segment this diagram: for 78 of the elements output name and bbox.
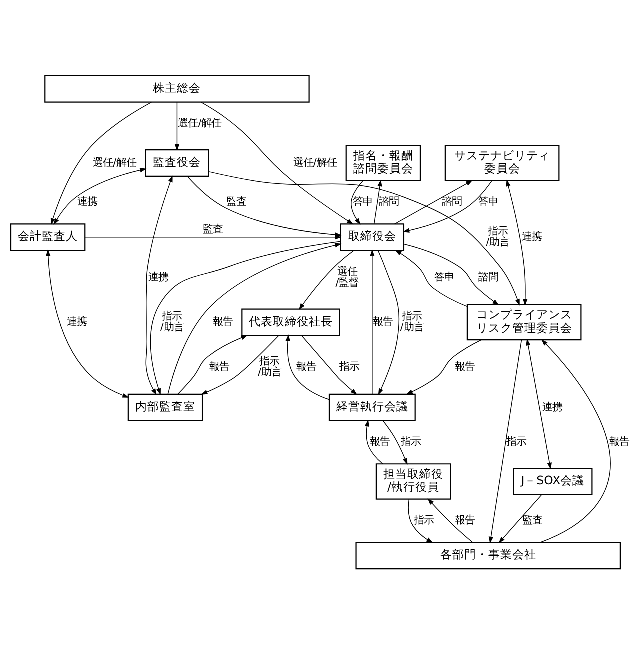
arrow [200, 102, 354, 225]
arrow [488, 340, 522, 544]
edge-label: 監査 [226, 196, 246, 208]
edge-label: 報告 [370, 436, 390, 448]
edge-label: 選任 /監督 [336, 266, 360, 289]
arrow [178, 335, 248, 395]
arrow [404, 244, 500, 306]
node-box: 代表取締役社長 [242, 308, 340, 336]
arrow [506, 180, 528, 306]
edge-label: 連携 [522, 231, 542, 244]
edge-label: 答申 [478, 196, 499, 208]
edge-label: 指示 [414, 514, 434, 527]
arrow [351, 180, 364, 225]
node-box: 各部門・事業会社 [356, 542, 621, 570]
edge-label: 報告 [213, 316, 234, 328]
arrow [201, 335, 280, 395]
arrow [408, 499, 434, 544]
edge-label: 指示 [339, 360, 360, 373]
edge-label: 諮問 [478, 271, 499, 284]
node-box: 株主総会 [44, 75, 310, 103]
arrow [395, 250, 468, 308]
arrow [364, 420, 384, 464]
edge-label: 報告 [209, 360, 230, 373]
edge-label: 連携 [542, 401, 563, 414]
edge-label: 報告 [455, 360, 476, 373]
edge-label: 連携 [67, 316, 88, 328]
edge-label: 答申 [353, 196, 374, 208]
edge-label: 指示 /助言 [258, 355, 282, 378]
node-box: 内部監査室 [128, 394, 204, 422]
arrow [84, 235, 342, 240]
edge-label: 指示 /助言 [160, 310, 184, 334]
edge-label: 指示 [506, 436, 527, 448]
edge-label: 選任/解任 [293, 156, 337, 169]
edge-label: 報告 [373, 316, 394, 328]
node-box: 会計監査人 [10, 224, 86, 252]
node-box: コンプライアンスリスク管理委員会 [466, 304, 582, 341]
arrow [498, 494, 542, 544]
arrow [50, 102, 152, 226]
arrow [370, 250, 375, 395]
node-box: J－SOX会議 [513, 468, 593, 496]
edge-label: 諮問 [442, 196, 462, 208]
arrow [378, 250, 400, 396]
arrow [54, 168, 147, 226]
edge-label: 監査 [522, 514, 543, 527]
arrow [174, 102, 180, 152]
edge-label: 連携 [148, 271, 169, 284]
arrow [428, 498, 473, 543]
arrow [286, 334, 330, 400]
arrow [526, 339, 552, 470]
arrow [394, 180, 473, 225]
arrow [382, 420, 408, 466]
edge-label: 報告 [609, 436, 630, 448]
arrow [302, 336, 358, 395]
edge-label: 監査 [202, 223, 223, 236]
edge-label: 指示 [400, 436, 421, 448]
arrow [540, 339, 611, 543]
edge-label: 報告 [455, 514, 476, 527]
arrow [46, 250, 130, 398]
edge-label: 答申 [434, 271, 455, 284]
node-box: 指名・報酬諮問委員会 [346, 145, 422, 182]
arrow [406, 340, 482, 395]
edge-label: 指示 /助言 [400, 310, 424, 334]
edge-label: 指示 /助言 [486, 226, 510, 249]
edge-label: 選任/解任 [178, 118, 222, 130]
arrow [298, 250, 355, 310]
arrow [374, 180, 382, 224]
node-box: サステナビリティ委員会 [444, 145, 560, 182]
edge-label: 選任/解任 [93, 156, 137, 169]
node-box: 取締役会 [340, 224, 405, 252]
arrow [146, 176, 173, 396]
edge-label: 諮問 [378, 196, 399, 208]
node-box: 経営執行会議 [328, 394, 416, 422]
edge-label: 連携 [77, 196, 98, 208]
edge-label: 報告 [296, 360, 317, 373]
arrow [402, 180, 492, 233]
node-box: 担当取締役/執行役員 [376, 464, 452, 500]
node-box: 監査役会 [145, 150, 210, 178]
arrow [208, 171, 520, 306]
